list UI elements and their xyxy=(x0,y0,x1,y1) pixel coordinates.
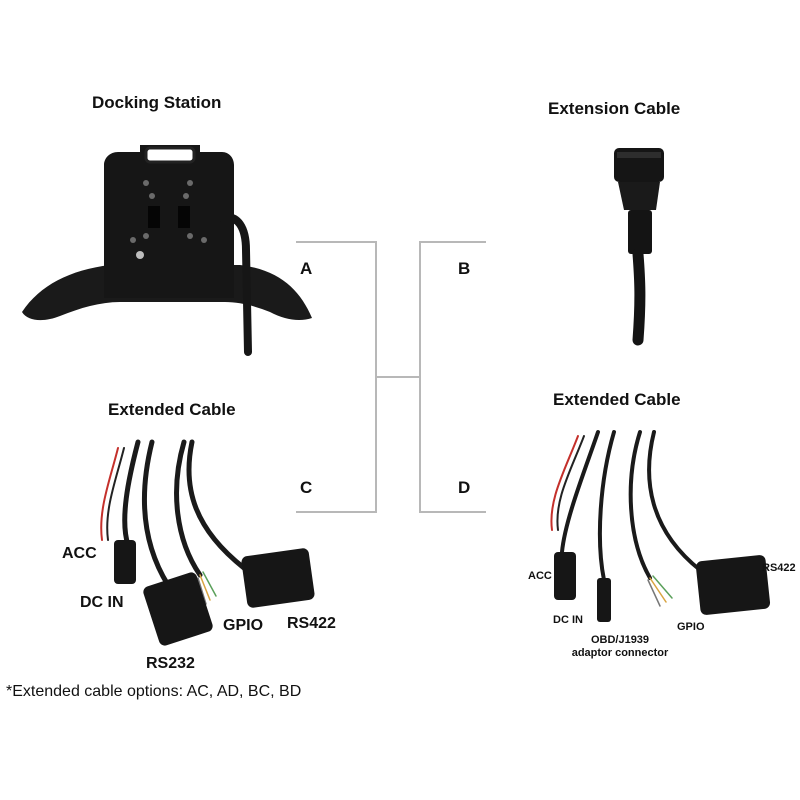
docking-station-title: Docking Station xyxy=(92,93,222,112)
right-label-obd-main: OBD/J1939 xyxy=(590,634,650,646)
option-letter-b: B xyxy=(458,259,471,278)
option-letter-a: A xyxy=(300,259,313,278)
bracket-right xyxy=(419,241,486,513)
left-label-gpio: GPIO xyxy=(223,617,264,634)
extension-cable-title: Extension Cable xyxy=(548,99,681,118)
acc-plug-left xyxy=(114,540,136,584)
right-label-obd: OBD/J1939 adaptor connector xyxy=(565,634,675,660)
left-extended-cable-image xyxy=(100,439,247,605)
extended-cable-left-title: Extended Cable xyxy=(108,400,236,419)
right-label-gpio: GPIO xyxy=(677,621,705,633)
right-label-rs422: RS422 xyxy=(762,562,796,574)
left-label-rs232: RS232 xyxy=(146,655,195,672)
rs422-connector-left xyxy=(241,548,315,608)
obd-adaptor-connector xyxy=(597,578,611,622)
bracket-left xyxy=(296,241,377,513)
option-letter-d: D xyxy=(458,478,471,497)
acc-plug-right xyxy=(554,552,576,600)
left-label-dc-in: DC IN xyxy=(80,594,124,611)
rs422-connector-right xyxy=(695,555,771,615)
left-label-rs422: RS422 xyxy=(287,615,336,632)
right-connectors xyxy=(554,552,771,622)
extended-cable-right-title: Extended Cable xyxy=(553,390,681,409)
rs232-connector-left xyxy=(143,572,213,646)
right-label-obd-sub: adaptor connector xyxy=(571,647,669,659)
right-label-dc-in: DC IN xyxy=(553,614,583,626)
connector-lines xyxy=(296,241,486,513)
right-extended-cable-image xyxy=(550,430,702,607)
right-label-acc: ACC xyxy=(528,570,552,582)
cable-options-note: *Extended cable options: AC, AD, BC, BD xyxy=(6,683,302,700)
extension-cable-image xyxy=(614,148,664,346)
docking-station-image xyxy=(22,145,312,356)
left-connectors xyxy=(114,540,315,646)
option-letter-c: C xyxy=(300,478,313,497)
left-label-acc: ACC xyxy=(62,545,97,562)
